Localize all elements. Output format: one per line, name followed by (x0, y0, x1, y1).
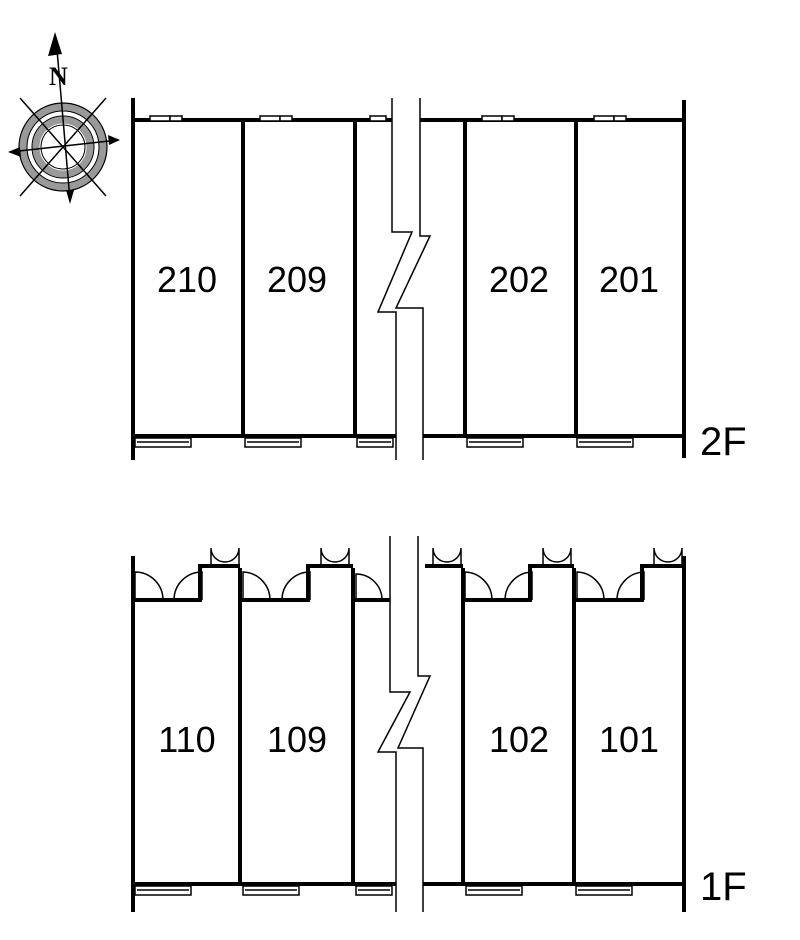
unit-label-101: 101 (599, 719, 659, 760)
unit-label-202: 202 (489, 259, 549, 300)
floor-1f-plan (131, 536, 686, 912)
north-label: N (49, 62, 68, 91)
unit-label-109: 109 (267, 719, 327, 760)
compass-rose-icon (8, 32, 120, 204)
unit-label-209: 209 (267, 259, 327, 300)
floor-label-1f: 1F (700, 865, 747, 909)
unit-label-210: 210 (157, 259, 217, 300)
unit-label-102: 102 (489, 719, 549, 760)
floor-label-2f: 2F (700, 420, 747, 464)
unit-label-110: 110 (158, 719, 215, 760)
unit-label-201: 201 (599, 259, 659, 300)
floor-2f-plan (131, 98, 686, 460)
